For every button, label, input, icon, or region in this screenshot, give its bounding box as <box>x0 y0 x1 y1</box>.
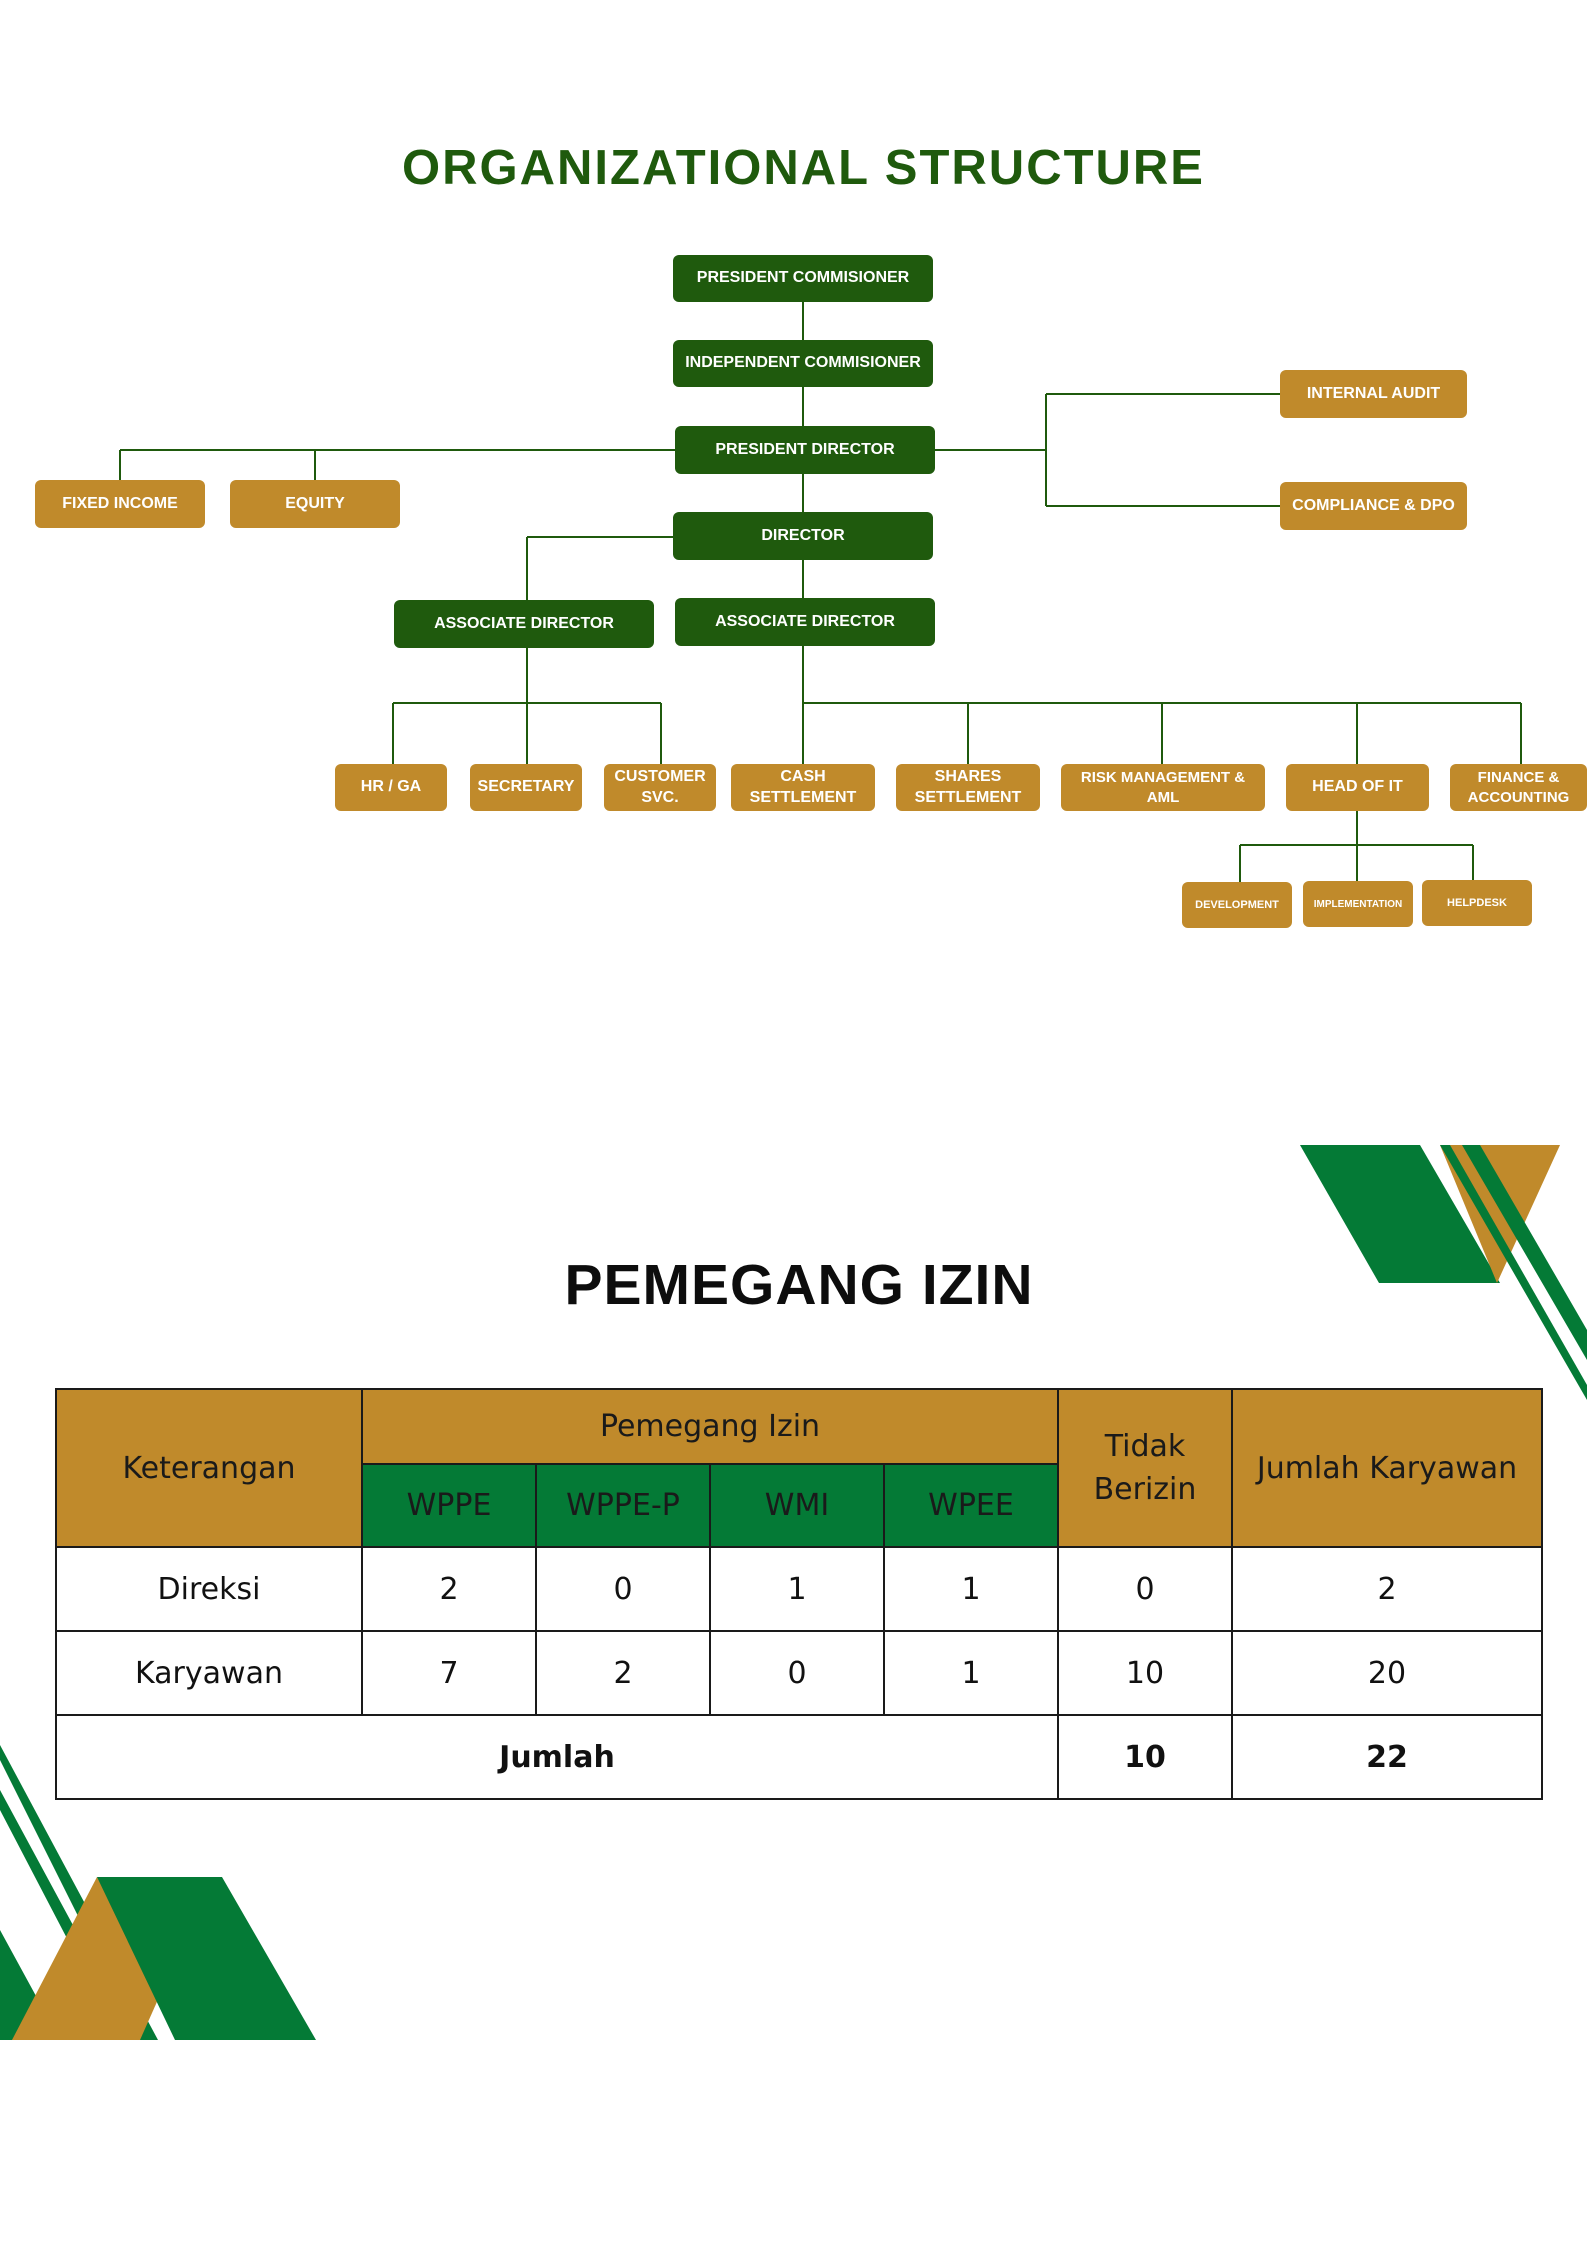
cell-value: 2 <box>535 1630 711 1716</box>
header-wpee: WPEE <box>883 1463 1059 1548</box>
header-keterangan: Keterangan <box>55 1388 363 1548</box>
cell-value: 10 <box>1057 1630 1233 1716</box>
box-internal-audit: INTERNAL AUDIT <box>1280 370 1467 418</box>
box-president-commisioner: PRESIDENT COMMISIONER <box>673 255 933 302</box>
row-label: Karyawan <box>55 1630 363 1716</box>
total-tidak-berizin: 10 <box>1057 1714 1233 1800</box>
box-risk-management: RISK MANAGEMENT & AML <box>1061 764 1265 811</box>
box-shares-settlement: SHARES SETTLEMENT <box>896 764 1040 811</box>
cell-value: 1 <box>709 1546 885 1632</box>
total-label: Jumlah <box>55 1714 1059 1800</box>
box-development: DEVELOPMENT <box>1182 882 1292 928</box>
decor-bl-gold-triangle <box>12 1877 160 2040</box>
box-head-of-it: HEAD OF IT <box>1286 764 1429 811</box>
cell-value: 1 <box>883 1630 1059 1716</box>
box-secretary: SECRETARY <box>470 764 582 811</box>
box-associate-director-left: ASSOCIATE DIRECTOR <box>394 600 654 648</box>
box-independent-commisioner: INDEPENDENT COMMISIONER <box>673 340 933 387</box>
izin-title: PEMEGANG IZIN <box>564 1253 1034 1317</box>
box-compliance-dpo: COMPLIANCE & DPO <box>1280 482 1467 530</box>
cell-value: 2 <box>1231 1546 1543 1632</box>
box-hr-ga: HR / GA <box>335 764 447 811</box>
table-row: Karyawan 7 2 0 1 10 20 <box>55 1630 1543 1716</box>
table-row: Direksi 2 0 1 1 0 2 <box>55 1546 1543 1632</box>
box-implementation: IMPLEMENTATION <box>1303 881 1413 927</box>
org-connector-lines <box>119 300 1522 883</box>
header-pemegang-izin: Pemegang Izin <box>361 1388 1059 1465</box>
cell-value: 20 <box>1231 1630 1543 1716</box>
cell-value: 7 <box>361 1630 537 1716</box>
box-director: DIRECTOR <box>673 512 933 560</box>
header-wppe: WPPE <box>361 1463 537 1548</box>
header-tidak-berizin-text: Tidak Berizin <box>1093 1428 1197 1508</box>
decor-bl-green-band <box>97 1877 316 2040</box>
decor-bl-green-stripe-b <box>0 1790 135 2040</box>
org-title: ORGANIZATIONAL STRUCTURE <box>402 141 1205 195</box>
box-equity: EQUITY <box>230 480 400 528</box>
header-tidak-berizin: Tidak Berizin <box>1057 1388 1233 1548</box>
header-wppe-p: WPPE-P <box>535 1463 711 1548</box>
total-jumlah-karyawan: 22 <box>1231 1714 1543 1800</box>
box-cash-settlement: CASH SETTLEMENT <box>731 764 875 811</box>
cell-value: 0 <box>1057 1546 1233 1632</box>
decor-bl-green-left <box>0 1770 60 2040</box>
table-total-row: Jumlah 10 22 <box>55 1714 1543 1800</box>
box-president-director: PRESIDENT DIRECTOR <box>675 426 935 474</box>
box-fixed-income: FIXED INCOME <box>35 480 205 528</box>
box-helpdesk: HELPDESK <box>1422 880 1532 926</box>
box-customer-svc: CUSTOMER SVC. <box>604 764 716 811</box>
cell-value: 0 <box>709 1630 885 1716</box>
row-label: Direksi <box>55 1546 363 1632</box>
header-wmi: WMI <box>709 1463 885 1548</box>
cell-value: 0 <box>535 1546 711 1632</box>
cell-value: 2 <box>361 1546 537 1632</box>
box-associate-director-center: ASSOCIATE DIRECTOR <box>675 598 935 646</box>
izin-table: Keterangan Pemegang Izin Tidak Berizin J… <box>55 1388 1543 1800</box>
box-finance-accounting: FINANCE & ACCOUNTING <box>1450 764 1587 811</box>
cell-value: 1 <box>883 1546 1059 1632</box>
header-jumlah-karyawan: Jumlah Karyawan <box>1231 1388 1543 1548</box>
